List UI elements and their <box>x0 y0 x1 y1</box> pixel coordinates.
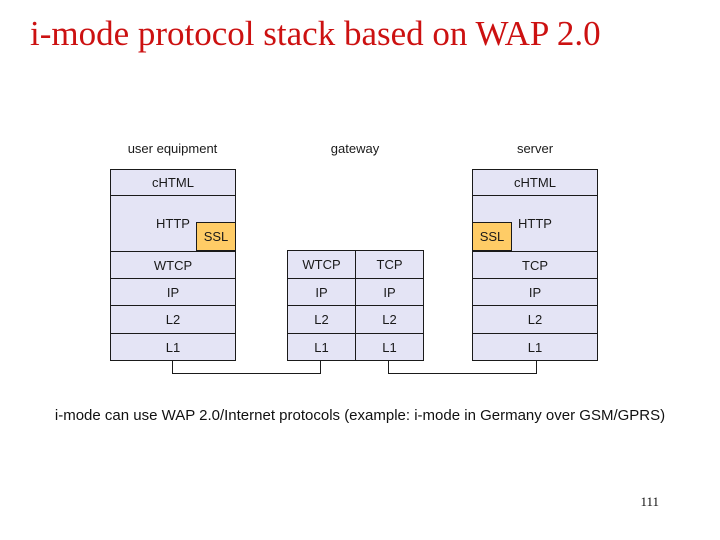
connector-gateway-left-stub <box>320 361 321 374</box>
ssl-box-server: SSL <box>472 222 512 251</box>
stack-gateway: WTCP IP L2 L1 TCP IP L2 L1 <box>287 250 424 361</box>
column-label-user-equipment: user equipment <box>127 141 218 156</box>
layer-ue-ip: IP <box>111 278 235 305</box>
layer-sv-tcp: TCP <box>473 251 597 278</box>
connector-ue-stub <box>172 361 173 374</box>
layer-gw-ip-left: IP <box>288 278 355 305</box>
layer-sv-ip: IP <box>473 278 597 305</box>
slide-caption: i-mode can use WAP 2.0/Internet protocol… <box>54 407 666 424</box>
column-label-server: server <box>516 141 554 156</box>
layer-ue-chtml: cHTML <box>152 175 194 190</box>
layer-gw-l1-left: L1 <box>288 333 355 360</box>
layer-sv-l1: L1 <box>473 333 597 360</box>
layer-sv-chtml: cHTML <box>514 175 556 190</box>
layer-sv-l2: L2 <box>473 305 597 333</box>
layer-ue-http: HTTP <box>111 195 235 251</box>
layer-gw-l1-right: L1 <box>356 333 423 360</box>
stack-user-equipment: cHTML HTTP WTCP IP L2 L1 <box>110 169 236 361</box>
connector-gateway-server-line <box>388 373 537 374</box>
layer-ue-l1: L1 <box>111 333 235 360</box>
connector-ue-gateway-line <box>172 373 321 374</box>
stack-server: cHTML HTTP TCP IP L2 L1 <box>472 169 598 361</box>
layer-ue-wtcp: WTCP <box>111 251 235 278</box>
layer-gw-ip-right: IP <box>356 278 423 305</box>
layer-sv-http: HTTP <box>473 195 597 251</box>
layer-ue-l2: L2 <box>111 305 235 333</box>
page-number: 111 <box>640 494 659 509</box>
slide-title: i-mode protocol stack based on WAP 2.0 <box>30 14 601 53</box>
layer-gw-l2-left: L2 <box>288 305 355 333</box>
ssl-box-user-equipment: SSL <box>196 222 236 251</box>
layer-gw-l2-right: L2 <box>356 305 423 333</box>
layer-gw-wtcp: WTCP <box>302 257 341 272</box>
stack-gateway-left-column: WTCP IP L2 L1 <box>288 251 355 360</box>
stack-gateway-right-column: TCP IP L2 L1 <box>355 251 423 360</box>
connector-gateway-right-stub <box>388 361 389 374</box>
column-label-gateway: gateway <box>330 141 380 156</box>
connector-server-stub <box>536 361 537 374</box>
layer-gw-tcp: TCP <box>376 257 403 272</box>
